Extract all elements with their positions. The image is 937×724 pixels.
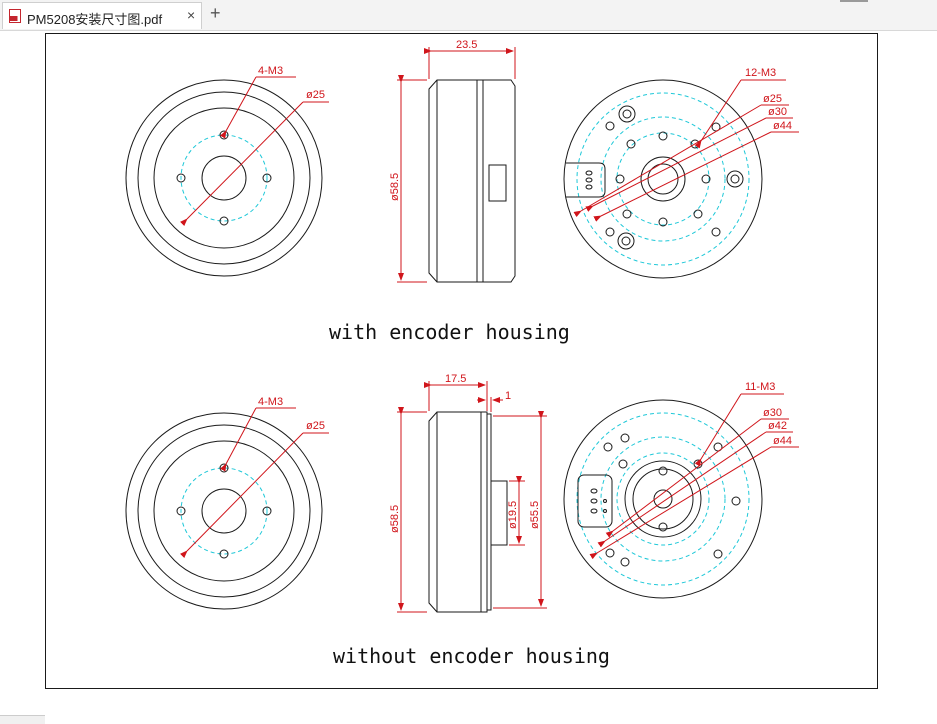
rear-bottom-d2-label: ø42 (768, 420, 787, 432)
front-top-dia-label: ø25 (306, 89, 325, 101)
side-top-width-label: 23.5 (456, 39, 477, 51)
window-corner-mark (840, 0, 868, 2)
side-view-top (428, 79, 516, 283)
front-view-bottom (125, 412, 323, 610)
side-bottom-dia-label: ø58.5 (389, 505, 401, 533)
caption-bottom: without encoder housing (333, 644, 610, 668)
technical-drawing: 4-M3 ø25 23.5 ø58.5 (125, 39, 799, 668)
side-top-dia-label: ø58.5 (389, 173, 401, 201)
rear-top-d1-label: ø25 (763, 93, 782, 105)
side-bottom-outer-dia-label: ø55.5 (529, 501, 541, 529)
rear-top-holes-label: 12-M3 (745, 67, 776, 79)
close-icon[interactable]: × (187, 7, 196, 23)
front-view-top-dims: 4-M3 ø25 (179, 65, 329, 227)
front-view-top (125, 79, 323, 277)
front-bottom-holes-label: 4-M3 (258, 396, 283, 408)
side-bottom-step-label: 1 (505, 390, 511, 402)
page-gutter (0, 715, 45, 724)
front-top-holes-label: 4-M3 (258, 65, 283, 77)
rear-top-d3-label: ø44 (773, 120, 792, 132)
tab-bar: PM5208安装尺寸图.pdf × + (0, 0, 937, 31)
rear-view-bottom (563, 399, 763, 599)
plus-icon[interactable]: + (210, 3, 221, 23)
pdf-file-icon (9, 9, 21, 23)
side-view-top-dims: 23.5 ø58.5 (389, 39, 516, 283)
caption-top: with encoder housing (329, 320, 570, 344)
side-bottom-width-label: 17.5 (445, 373, 466, 385)
document-tab[interactable]: PM5208安装尺寸图.pdf × (2, 2, 202, 29)
tab-title: PM5208安装尺寸图.pdf (27, 12, 163, 27)
rear-bottom-d1-label: ø30 (763, 407, 782, 419)
side-view-bottom-dims (397, 381, 547, 613)
rear-bottom-d3-label: ø44 (773, 435, 792, 447)
drawing-page: 4-M3 ø25 23.5 ø58.5 (45, 33, 878, 689)
front-view-bottom-dims: 4-M3 ø25 (179, 396, 329, 559)
document-viewport[interactable]: 4-M3 ø25 23.5 ø58.5 (0, 31, 937, 724)
rear-view-top (563, 79, 763, 279)
rear-bottom-holes-label: 11-M3 (745, 381, 775, 393)
rear-view-top-dims (573, 79, 799, 222)
front-bottom-dia-label: ø25 (306, 420, 325, 432)
side-bottom-inner-dia-label: ø19.5 (507, 501, 519, 529)
rear-top-d2-label: ø30 (768, 106, 787, 118)
side-view-bottom (428, 411, 508, 613)
rear-view-bottom-dims (589, 393, 799, 560)
